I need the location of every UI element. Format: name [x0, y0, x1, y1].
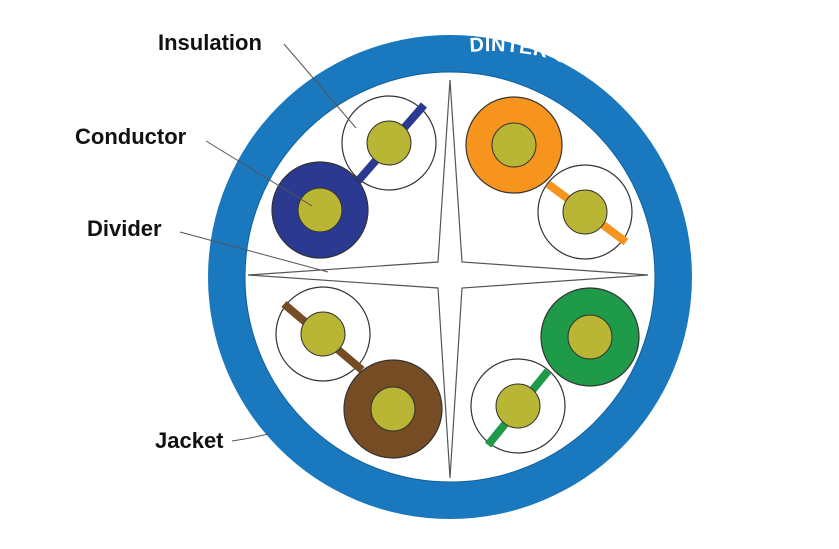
divider-leader	[179, 231, 329, 273]
divider-label: Divider	[87, 216, 162, 241]
brown-white-wire	[275, 286, 371, 382]
blue-solid-wire	[271, 161, 369, 259]
conductor	[300, 311, 346, 357]
conductor-label: Conductor	[75, 124, 187, 149]
conductor	[562, 189, 608, 235]
green-white-wire	[470, 358, 566, 454]
jacket-label: Jacket	[155, 428, 224, 453]
green-pair	[470, 287, 640, 454]
conductor	[366, 120, 412, 166]
conductor	[297, 187, 343, 233]
conductor	[495, 383, 541, 429]
conductor	[370, 386, 416, 432]
insulation-label: Insulation	[158, 30, 262, 55]
blue-pair	[271, 95, 437, 259]
brown-solid-wire	[343, 359, 443, 459]
conductor	[491, 122, 537, 168]
jacket-leader	[231, 433, 269, 442]
divider-cross	[247, 79, 649, 479]
brown-pair	[275, 286, 443, 459]
green-solid-wire	[540, 287, 640, 387]
insulation-leader	[283, 43, 357, 129]
conductor	[567, 314, 613, 360]
blue-white-wire	[341, 95, 437, 191]
orange-white-wire	[537, 164, 633, 260]
conductor-leader	[205, 140, 313, 207]
orange-solid-wire	[465, 96, 563, 194]
orange-pair	[465, 96, 633, 260]
